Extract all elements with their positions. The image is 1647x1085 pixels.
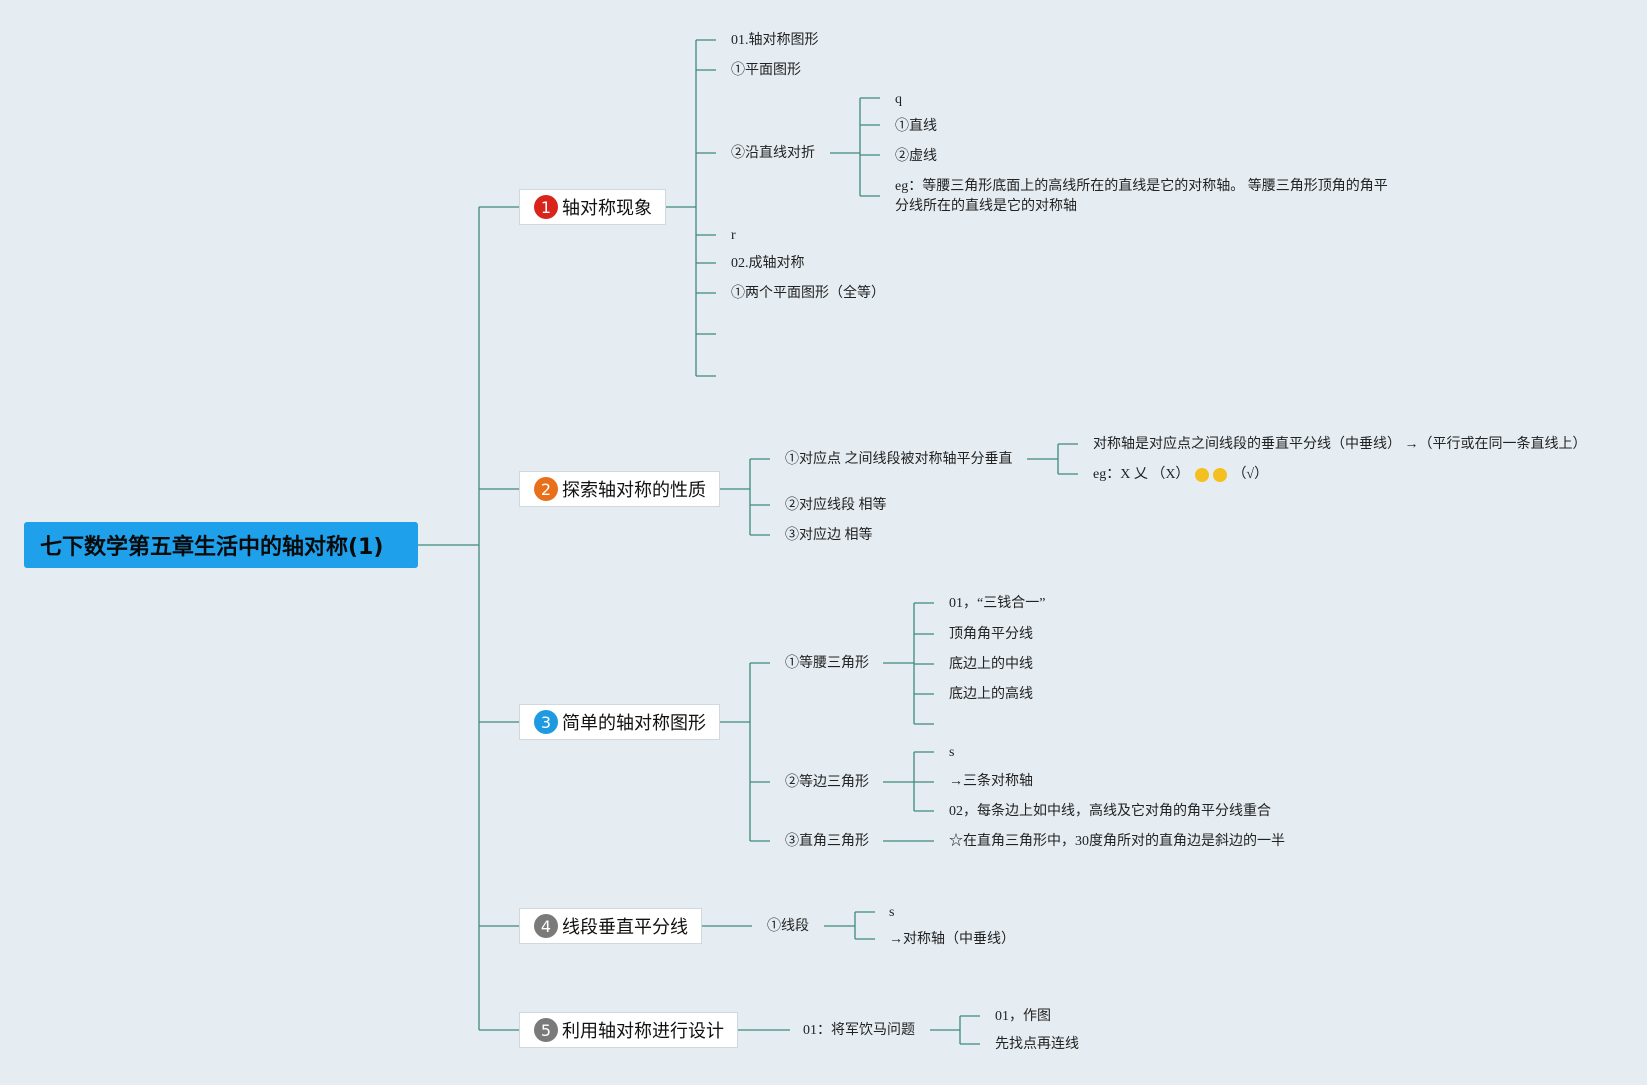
number-badge: 5 — [534, 1018, 558, 1042]
branch-1[interactable]: 1 轴对称现象 — [519, 189, 666, 225]
root-topic[interactable]: 七下数学第五章生活中的轴对称(1) — [24, 522, 418, 568]
branch-label: 轴对称现象 — [562, 198, 652, 219]
smile-emoji-icon — [1194, 467, 1209, 482]
topic-node[interactable]: ①直线 — [895, 119, 937, 134]
branch-label: 线段垂直平分线 — [562, 917, 688, 938]
topic-node[interactable]: ①等腰三角形 — [785, 656, 869, 671]
topic-node[interactable]: ①线段 — [767, 919, 809, 934]
topic-node[interactable]: eg：等腰三角形底面上的高线所在的直线是它的对称轴。 等腰三角形顶角的角平分线所… — [895, 179, 1388, 214]
branch-4[interactable]: 4 线段垂直平分线 — [519, 908, 702, 944]
topic-node[interactable]: 顶角角平分线 — [949, 627, 1033, 642]
topic-node[interactable]: 01.轴对称图形 — [731, 33, 819, 48]
topic-node[interactable]: →三条对称轴 — [949, 774, 1033, 789]
topic-node[interactable]: 02.成轴对称 — [731, 256, 805, 271]
topic-node[interactable]: ②虚线 — [895, 149, 937, 164]
topic-node[interactable]: ☆在直角三角形中，30度角所对的直角边是斜边的一半 — [949, 834, 1285, 849]
topic-node[interactable]: eg：X 乂 （X） （√） — [1093, 467, 1269, 482]
topic-node[interactable]: ②对应线段 相等 — [785, 498, 887, 513]
topic-node[interactable]: 底边上的高线 — [949, 687, 1033, 702]
topic-node[interactable]: ③直角三角形 — [785, 834, 869, 849]
topic-node[interactable]: 01，作图 — [995, 1009, 1051, 1024]
topic-node[interactable]: s — [889, 905, 895, 920]
branch-5[interactable]: 5 利用轴对称进行设计 — [519, 1012, 738, 1048]
topic-node[interactable]: 01，“三钱合一” — [949, 596, 1046, 611]
topic-node[interactable]: →对称轴（中垂线） — [889, 932, 1015, 947]
branch-2[interactable]: 2 探索轴对称的性质 — [519, 471, 720, 507]
topic-node[interactable]: ②等边三角形 — [785, 775, 869, 790]
branch-label: 利用轴对称进行设计 — [562, 1021, 724, 1042]
smile-emoji-icon — [1212, 467, 1227, 482]
topic-node[interactable]: s — [949, 745, 955, 760]
topic-node[interactable]: ①平面图形 — [731, 63, 801, 78]
topic-node[interactable]: 01：将军饮马问题 — [803, 1023, 915, 1038]
topic-node[interactable]: r — [731, 228, 736, 243]
topic-node[interactable]: ①两个平面图形（全等） — [731, 286, 885, 301]
number-badge: 3 — [534, 710, 558, 734]
topic-node[interactable]: ②沿直线对折 — [731, 146, 815, 161]
topic-node[interactable]: 底边上的中线 — [949, 657, 1033, 672]
topic-node[interactable]: q — [895, 92, 902, 107]
topic-node[interactable]: 先找点再连线 — [995, 1037, 1079, 1052]
number-badge: 1 — [534, 195, 558, 219]
topic-node[interactable]: 对称轴是对应点之间线段的垂直平分线（中垂线） →（平行或在同一条直线上） — [1093, 437, 1587, 452]
topic-node[interactable]: ③对应边 相等 — [785, 528, 873, 543]
branch-label: 探索轴对称的性质 — [562, 480, 706, 501]
number-badge: 2 — [534, 477, 558, 501]
topic-node[interactable]: ①对应点 之间线段被对称轴平分垂直 — [785, 452, 1013, 467]
branch-label: 简单的轴对称图形 — [562, 713, 706, 734]
branch-3[interactable]: 3 简单的轴对称图形 — [519, 704, 720, 740]
number-badge: 4 — [534, 914, 558, 938]
topic-node[interactable]: 02，每条边上如中线，高线及它对角的角平分线重合 — [949, 804, 1271, 819]
